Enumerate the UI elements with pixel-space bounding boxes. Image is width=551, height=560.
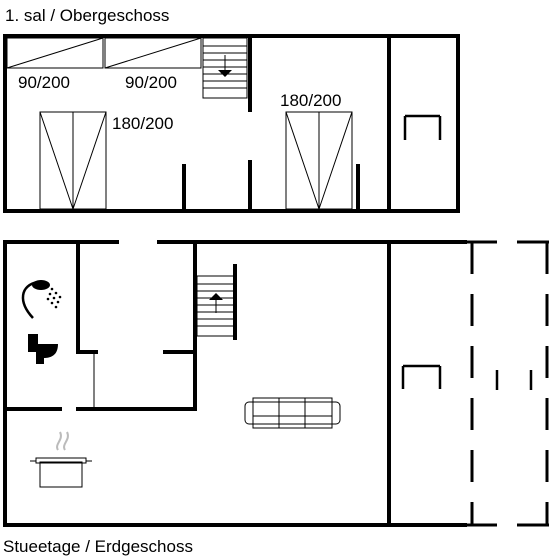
stairs-down-icon	[202, 37, 248, 99]
upper-floor-walls	[3, 34, 460, 213]
upper-floor-label: 1. sal / Obergeschoss	[5, 6, 169, 25]
single-bed-1	[6, 37, 104, 69]
double-bed-2	[285, 111, 353, 211]
single-bed-2	[104, 37, 202, 69]
bed-label-3: 180/200	[112, 114, 173, 133]
ground-floor-walls	[3, 240, 467, 527]
cooking-pot-icon	[30, 431, 92, 488]
bed-label-1: 90/200	[18, 73, 70, 92]
double-bed-1	[39, 111, 107, 211]
bed-label-4: 180/200	[280, 91, 341, 110]
toilet-icon	[28, 334, 58, 364]
bed-label-2: 90/200	[125, 73, 177, 92]
ground-floor-label: Stueetage / Erdgeschoss	[3, 537, 193, 556]
terrace-outline	[465, 240, 551, 527]
shower-icon	[21, 280, 62, 319]
stairs-up-icon	[196, 264, 237, 340]
sofa-icon	[244, 397, 341, 429]
